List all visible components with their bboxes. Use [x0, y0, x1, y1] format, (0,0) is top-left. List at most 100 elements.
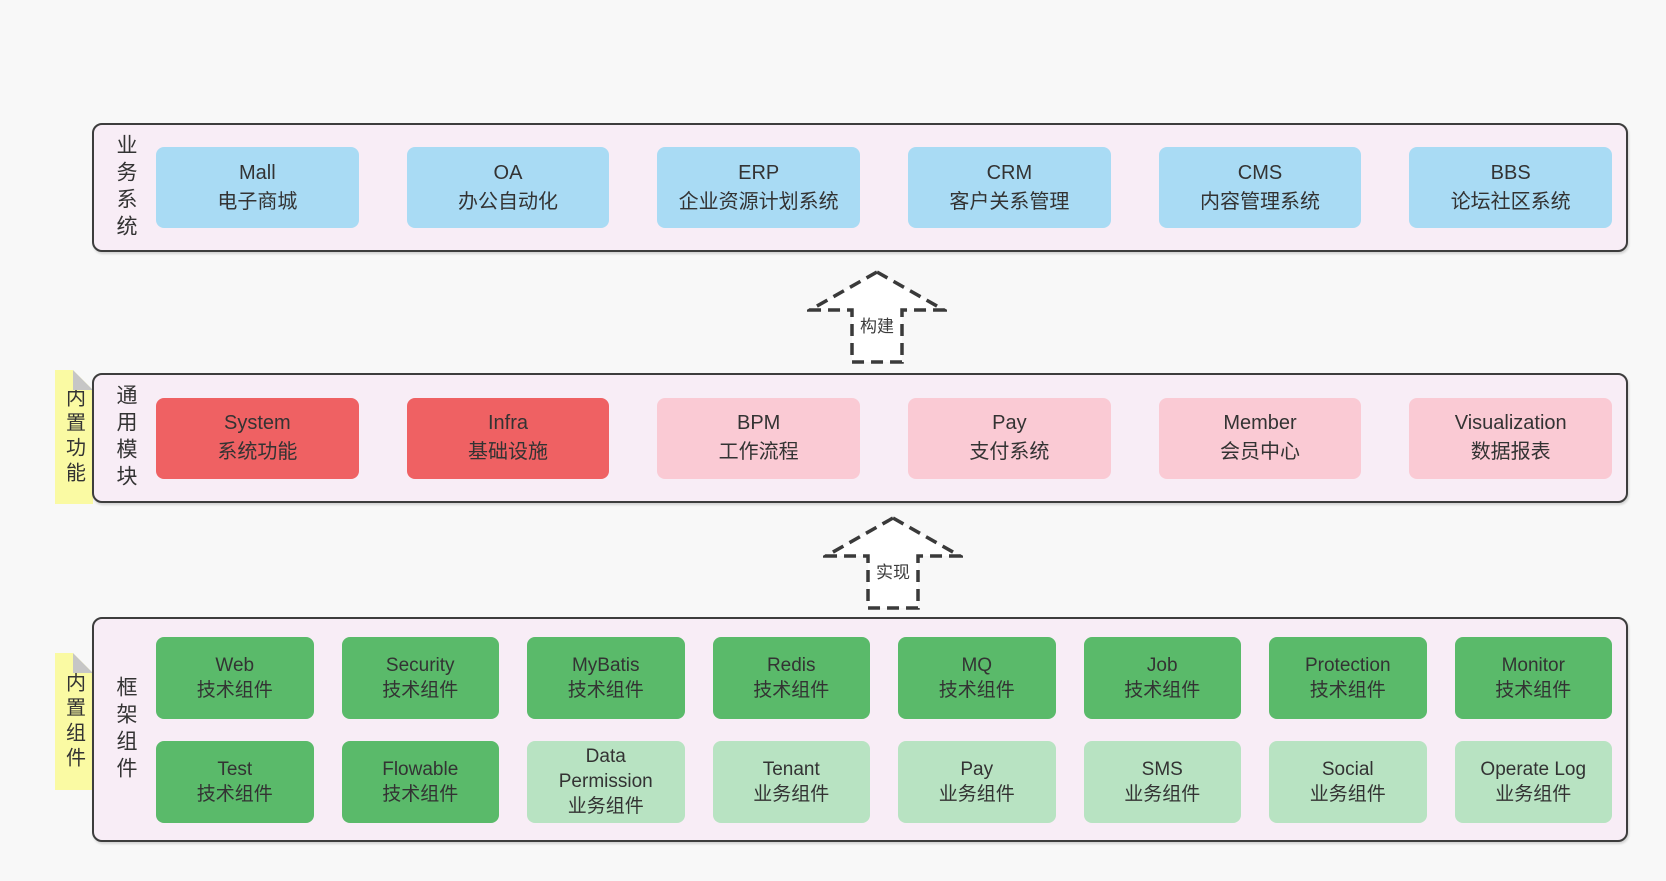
box-cms: CMS 内容管理系统 [1158, 147, 1362, 228]
sticky-note-builtin-functions: 内置功能 [55, 370, 93, 504]
module-desc: 技术组件 [382, 679, 459, 701]
module-desc: 基础设施 [468, 441, 548, 463]
box-erp: ERP 企业资源计划系统 [657, 147, 861, 228]
module-name: CRM [986, 161, 1033, 184]
module-name: Test [217, 758, 253, 780]
module-name: Job [1146, 654, 1178, 676]
box-oa: OA 办公自动化 [406, 147, 610, 228]
module-name: Visualization [1454, 412, 1567, 434]
sticky-note-text: 内置功能 [62, 387, 85, 487]
box-tenant: Tenant 业务组件 [712, 740, 870, 823]
folded-corner-icon [73, 653, 93, 673]
module-name: Member [1223, 412, 1297, 434]
module-desc: 支付系统 [969, 441, 1050, 463]
module-desc: 业务组件 [1124, 783, 1201, 805]
layer-common-modules: 通用模块 System 系统功能 Infra 基础设施 BPM 工作流程 Pay 支付系统 Me… [92, 373, 1628, 503]
layer-label-modules: 通用模块 [94, 375, 156, 501]
module-name: Redis [766, 654, 816, 676]
box-monitor: Monitor 技术组件 [1454, 636, 1612, 719]
module-desc: 技术组件 [938, 679, 1015, 701]
module-desc: 客户关系管理 [949, 190, 1070, 213]
module-desc: 技术组件 [753, 679, 830, 701]
module-name: System [223, 412, 291, 434]
block-arrow-up-implement-icon: 实现 [823, 515, 963, 610]
box-member: Member 会员中心 [1158, 397, 1362, 479]
module-desc: 办公自动化 [458, 190, 558, 213]
module-name: Pay [992, 412, 1027, 434]
box-system: System 系统功能 [156, 397, 359, 479]
module-desc: 业务组件 [1309, 783, 1386, 805]
module-name: Monitor [1501, 654, 1565, 676]
box-pay: Pay 支付系统 [908, 397, 1111, 479]
box-job: Job 技术组件 [1083, 636, 1241, 719]
module-desc: 业务组件 [567, 796, 644, 817]
module-desc: 技术组件 [1495, 679, 1572, 701]
module-desc: 会员中心 [1220, 441, 1301, 463]
folded-corner-icon [73, 370, 93, 390]
module-name: ERP [738, 161, 780, 184]
box-flowable: Flowable 技术组件 [341, 740, 499, 823]
module-desc: 技术组件 [382, 783, 459, 805]
box-data-permission: Data Permission 业务组件 [527, 740, 685, 823]
box-social: Social 业务组件 [1269, 740, 1427, 823]
module-name: MyBatis [571, 654, 640, 676]
module-desc: 技术组件 [196, 679, 273, 701]
module-name: CMS [1237, 161, 1283, 184]
module-desc: 技术组件 [1309, 679, 1386, 701]
module-desc: 数据报表 [1470, 441, 1551, 463]
module-desc: 技术组件 [196, 783, 273, 805]
box-crm: CRM 客户关系管理 [908, 147, 1111, 228]
layer-label-text: 框架组件 [114, 675, 137, 784]
module-desc: 系统功能 [217, 441, 298, 463]
module-name: Social [1321, 758, 1374, 780]
module-name: Mall [239, 161, 276, 184]
module-name: Operate Log [1480, 758, 1587, 780]
module-desc: 技术组件 [1124, 679, 1201, 701]
block-arrow-up-build-icon: 构建 [807, 269, 947, 364]
module-desc: 业务组件 [753, 783, 830, 805]
box-mybatis: MyBatis 技术组件 [527, 636, 685, 719]
module-name: Web [215, 654, 255, 676]
arrow-implement-label: 实现 [876, 563, 910, 582]
module-name: BPM [737, 412, 781, 434]
module-name: Protection [1304, 654, 1391, 676]
box-security: Security 技术组件 [341, 636, 499, 719]
module-desc: 企业资源计划系统 [678, 190, 839, 213]
layer-label-text: 通用模块 [114, 384, 137, 492]
box-sms: SMS 业务组件 [1083, 740, 1241, 823]
layer-label-components: 框架组件 [94, 619, 156, 840]
module-name: Data Permission [558, 746, 653, 792]
module-name: OA [493, 161, 523, 184]
module-desc: 工作流程 [718, 441, 799, 463]
module-name: Tenant [762, 758, 820, 780]
module-name: BBS [1490, 161, 1531, 184]
module-name: Flowable [382, 758, 459, 780]
module-name: MQ [961, 654, 993, 676]
sticky-note-builtin-components: 内置组件 [55, 653, 93, 790]
box-visualization: Visualization 数据报表 [1409, 397, 1613, 479]
layer-label-text: 业务系统 [114, 133, 137, 242]
common-modules-row: System 系统功能 Infra 基础设施 BPM 工作流程 Pay 支付系统 Member 会… [156, 375, 1626, 501]
box-redis: Redis 技术组件 [712, 636, 870, 719]
sticky-note-text: 内置组件 [62, 671, 85, 772]
module-desc: 论坛社区系统 [1450, 190, 1571, 213]
module-name: Pay [960, 758, 994, 780]
box-bpm: BPM 工作流程 [657, 397, 861, 479]
box-pay: Pay 业务组件 [898, 740, 1056, 823]
module-name: Security [385, 654, 455, 676]
layer-label-business: 业务系统 [94, 125, 156, 250]
module-desc: 内容管理系统 [1200, 190, 1321, 213]
box-web: Web 技术组件 [156, 636, 314, 719]
box-mq: MQ 技术组件 [898, 636, 1056, 719]
arrow-build-label: 构建 [860, 317, 894, 336]
module-name: SMS [1141, 758, 1183, 780]
module-name: Infra [487, 412, 529, 434]
module-desc: 业务组件 [938, 783, 1015, 805]
module-desc: 技术组件 [567, 679, 644, 701]
